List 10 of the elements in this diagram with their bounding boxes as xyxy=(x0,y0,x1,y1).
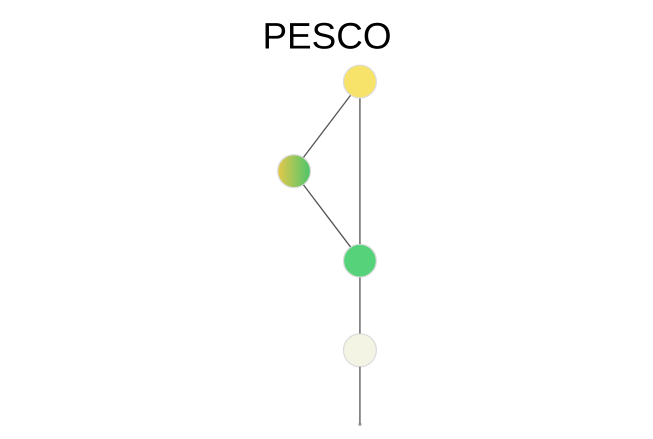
connector xyxy=(358,278,360,334)
node-circle xyxy=(342,333,377,368)
node-circle xyxy=(342,64,377,99)
connector xyxy=(358,98,360,244)
connector xyxy=(358,366,360,424)
connector xyxy=(302,94,351,158)
node-circle xyxy=(342,244,377,278)
node-circle xyxy=(276,154,311,188)
connector xyxy=(302,184,351,248)
diagram-title: PESCO xyxy=(262,16,392,57)
